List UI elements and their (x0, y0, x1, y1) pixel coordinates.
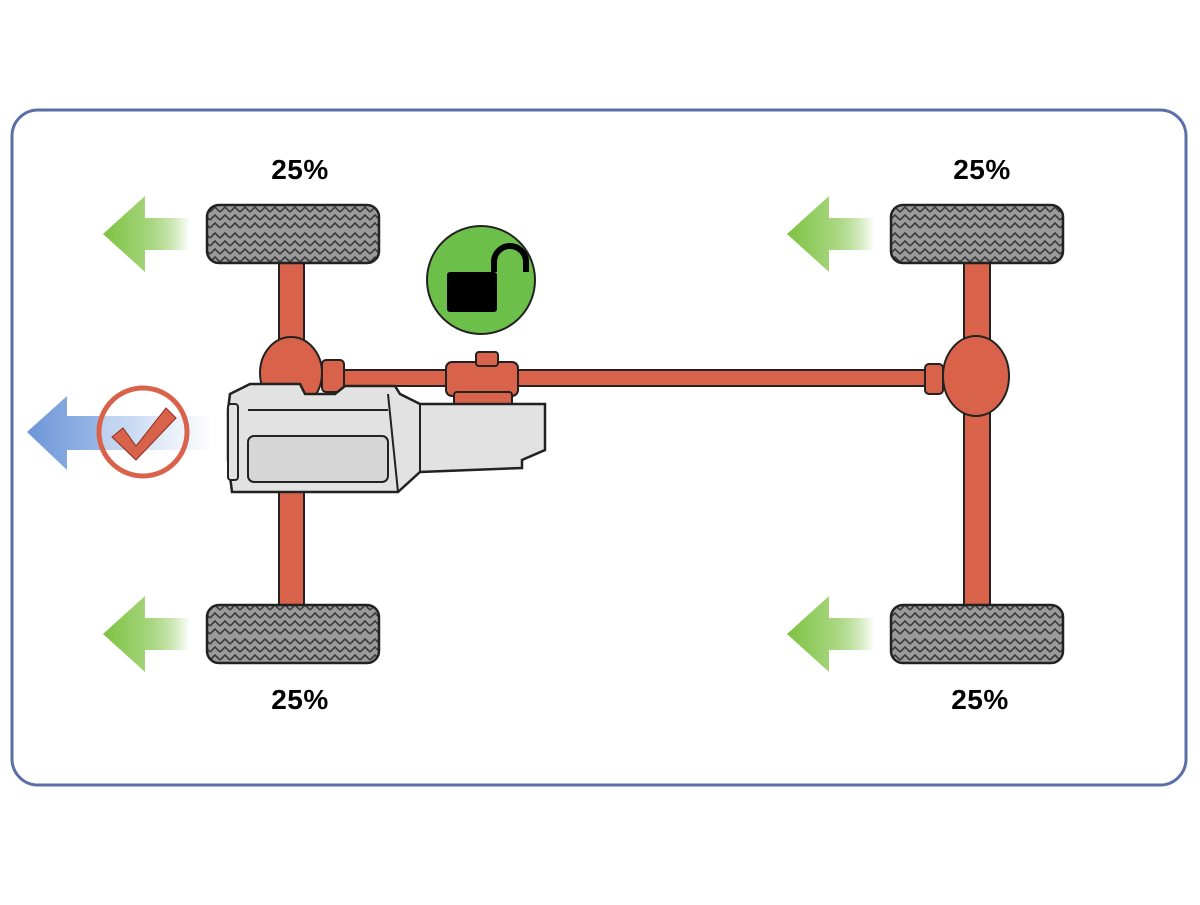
right-half-shaft (963, 261, 991, 613)
rear-right-tire (889, 603, 1065, 665)
front-right-direction-arrow (787, 196, 875, 272)
rear-left-direction-arrow (103, 596, 190, 672)
left-half-shaft-lower (278, 479, 305, 611)
propshaft (329, 369, 941, 387)
rear-right-torque-label: 25% (951, 684, 1009, 715)
center-coupling (445, 351, 519, 407)
unlocked-padlock-icon (426, 225, 536, 335)
front-right-torque-label: 25% (953, 154, 1011, 185)
rear-left-torque-label: 25% (271, 684, 329, 715)
front-left-tire (205, 203, 381, 265)
rear-right-direction-arrow (787, 596, 875, 672)
checkmark-icon (96, 385, 190, 479)
rear-left-tire (205, 603, 381, 665)
engine-transmission (226, 382, 547, 494)
front-left-direction-arrow (103, 196, 190, 272)
front-right-tire (889, 203, 1065, 265)
rear-differential (924, 335, 1010, 417)
front-left-torque-label: 25% (271, 154, 329, 185)
